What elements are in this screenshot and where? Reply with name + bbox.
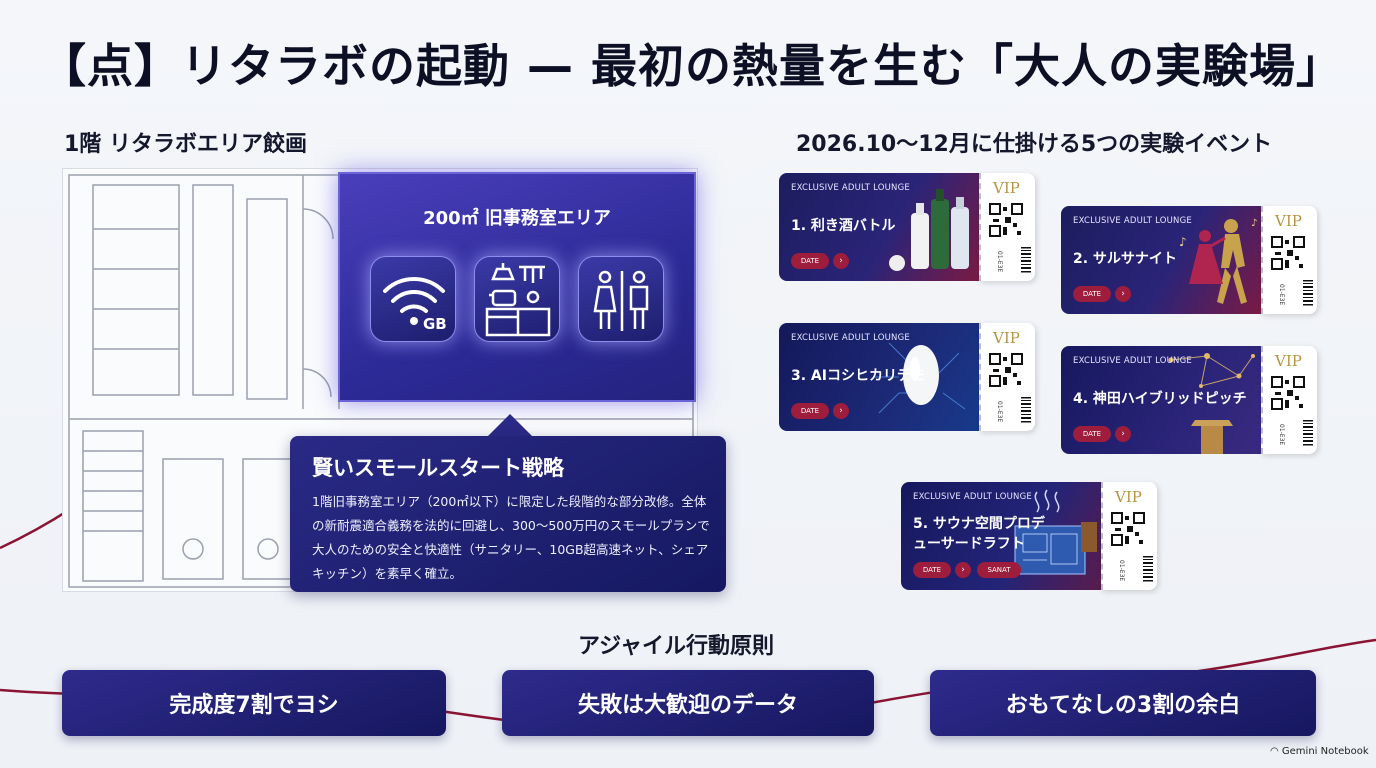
old-office-area: 200㎡ 旧事務室エリア GB (338, 172, 696, 402)
ticket-kicker: EXCLUSIVE ADULT LOUNGE (913, 492, 1032, 502)
qr-code-icon (1111, 512, 1145, 546)
qr-code-icon (989, 353, 1023, 387)
svg-text:♪: ♪ (1251, 218, 1257, 229)
qr-code-icon (989, 203, 1023, 237)
ticket-stub: VIP 01-E3E (1261, 206, 1317, 314)
vip-label: VIP (993, 179, 1020, 197)
principle-card-2: 失敗は大歓迎のデータ (502, 670, 874, 736)
events-section-label: 2026.10〜12月に仕掛ける5つの実験イベント (796, 132, 1273, 157)
restroom-icon (593, 270, 649, 331)
svg-text:♪: ♪ (1179, 235, 1187, 249)
ticket-name: 2. サルサナイト (1073, 251, 1177, 267)
agile-section-label: アジャイル行動原則 (578, 634, 775, 659)
chevron-right-icon[interactable]: › (833, 253, 849, 269)
rice-grain-icon (873, 342, 966, 414)
ticket-serial: 01-E3E (996, 251, 1003, 273)
notebook-icon: ◠ (1270, 746, 1282, 757)
vip-label: VIP (1275, 352, 1302, 370)
ticket-stub: VIP 01-E3E (979, 323, 1035, 431)
office-area-title: 200㎡ 旧事務室エリア (423, 208, 611, 229)
page-title: 【点】リタラボの起動 — 最初の熱量を生む「大人の実験場」 (40, 39, 1344, 93)
wifi-tile: GB (370, 256, 456, 342)
ticket-name: 5. サウナ空間プロデューサードラフト (913, 516, 1045, 552)
vip-label: VIP (993, 329, 1020, 347)
principle-card-3: おもてなしの3割の余白 (930, 670, 1316, 736)
chevron-right-icon[interactable]: › (1115, 426, 1131, 442)
chevron-right-icon[interactable]: › (833, 403, 849, 419)
sake-bottles-icon (889, 189, 969, 271)
kitchen-icon (485, 263, 551, 337)
callout-title: 賢いスモールスタート戦略 (312, 456, 564, 480)
vip-label: VIP (1115, 488, 1142, 506)
ticket-serial: 01-E3E (996, 401, 1003, 423)
footer-brand: ◠ Gemini Notebook (1270, 746, 1369, 757)
ticket-name: 1. 利き酒バトル (791, 218, 896, 234)
barcode-icon (1021, 247, 1031, 273)
event-ticket-1[interactable]: EXCLUSIVE ADULT LOUNGE 1. 利き酒バトル DATE › … (779, 173, 1035, 281)
barcode-icon (1021, 397, 1031, 423)
strategy-callout: 賢いスモールスタート戦略 1階旧事務室エリア（200㎡以下）に限定した段階的な部… (290, 436, 726, 592)
qr-code-icon (1271, 236, 1305, 270)
extra-pill[interactable]: SANAT (977, 562, 1021, 578)
wifi-icon (383, 277, 445, 325)
date-pill[interactable]: DATE (913, 562, 951, 578)
ticket-stub: VIP 01-E3E (979, 173, 1035, 281)
ticket-kicker: EXCLUSIVE ADULT LOUNGE (1073, 216, 1192, 226)
kitchen-tile (474, 256, 560, 342)
event-ticket-5[interactable]: EXCLUSIVE ADULT LOUNGE 5. サウナ空間プロデューサードラ… (901, 482, 1157, 590)
sauna-blueprint-icon (1014, 489, 1097, 575)
ticket-kicker: EXCLUSIVE ADULT LOUNGE (791, 333, 910, 343)
date-pill[interactable]: DATE (1073, 286, 1111, 302)
floor-section-label: 1階 リタラボエリア餃画 (64, 132, 307, 157)
qr-code-icon (1271, 376, 1305, 410)
date-pill[interactable]: DATE (1073, 426, 1111, 442)
callout-body: 1階旧事務室エリア（200㎡以下）に限定した段階的な部分改修。全体の新耐震適合義… (312, 494, 710, 581)
ticket-serial: 01-E3E (1278, 424, 1285, 446)
ticket-stub: VIP 01-E3E (1261, 346, 1317, 454)
barcode-icon (1303, 280, 1313, 306)
chevron-right-icon[interactable]: › (1115, 286, 1131, 302)
restroom-tile (578, 256, 664, 342)
event-ticket-2[interactable]: ♪ ♪ EXCLUSIVE ADULT LOUNGE 2. サルサナイト DAT… (1061, 206, 1317, 314)
ticket-name: 3. AIコシヒカリデモ (791, 368, 925, 384)
podium-icon (1168, 353, 1255, 454)
event-ticket-4[interactable]: EXCLUSIVE ADULT LOUNGE 4. 神田ハイブリッドピッチ DA… (1061, 346, 1317, 454)
barcode-icon (1143, 556, 1153, 582)
ticket-serial: 01-E3E (1278, 284, 1285, 306)
chevron-right-icon[interactable]: › (955, 562, 971, 578)
callout-pointer (488, 414, 532, 436)
principle-card-1: 完成度7割でヨシ (62, 670, 446, 736)
wifi-speed-label: GB (423, 315, 447, 333)
ticket-kicker: EXCLUSIVE ADULT LOUNGE (1073, 356, 1192, 366)
vip-label: VIP (1275, 212, 1302, 230)
ticket-stub: VIP 01-E3E (1101, 482, 1157, 590)
barcode-icon (1303, 420, 1313, 446)
ticket-serial: 01-E3E (1118, 560, 1125, 582)
ticket-kicker: EXCLUSIVE ADULT LOUNGE (791, 183, 910, 193)
event-ticket-3[interactable]: EXCLUSIVE ADULT LOUNGE 3. AIコシヒカリデモ DATE… (779, 323, 1035, 431)
dancers-icon: ♪ ♪ (1179, 218, 1257, 304)
ticket-name: 4. 神田ハイブリッドピッチ (1073, 391, 1247, 407)
floor-plan-drawing (68, 174, 694, 588)
date-pill[interactable]: DATE (791, 403, 829, 419)
date-pill[interactable]: DATE (791, 253, 829, 269)
footer-brand-text: Gemini Notebook (1281, 746, 1369, 757)
